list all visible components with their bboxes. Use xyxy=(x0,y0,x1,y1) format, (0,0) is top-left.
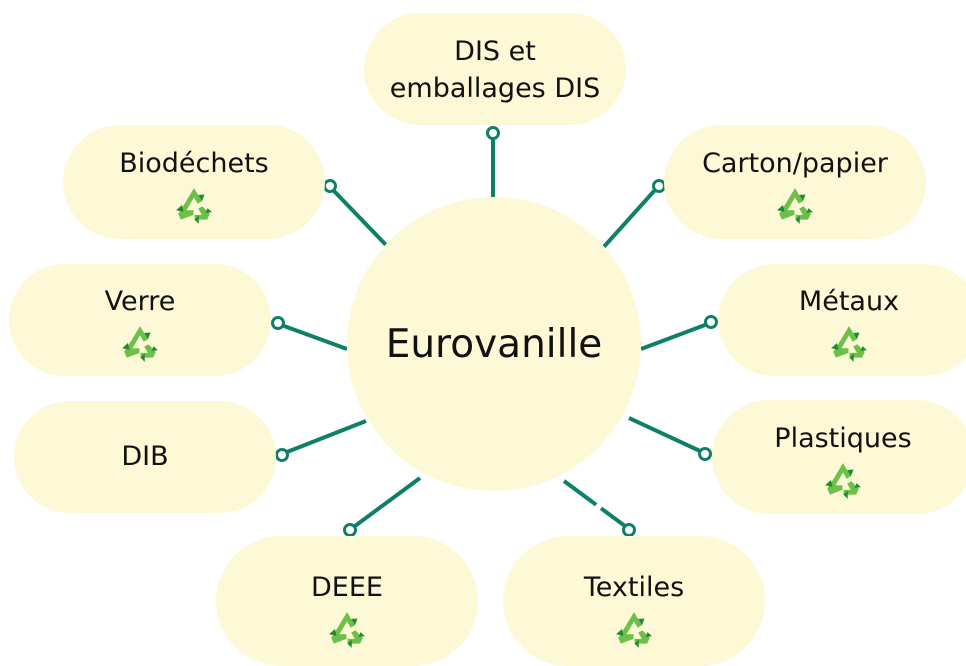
connector-end-carton xyxy=(652,179,666,193)
node-dis-label-line1: DIS et xyxy=(454,36,536,67)
connector-metaux xyxy=(640,323,706,351)
connector-textiles xyxy=(562,479,627,528)
center-node: Eurovanille xyxy=(347,197,641,491)
node-verre-label: Verre xyxy=(104,286,176,317)
node-deee: DEEE xyxy=(216,536,478,666)
waste-sorting-diagram: Eurovanille DIS et emballages DIS Carton… xyxy=(9,13,966,666)
node-metaux-label: Métaux xyxy=(798,286,900,317)
connector-carton xyxy=(599,188,657,252)
node-biodechets-label: Biodéchets xyxy=(119,148,269,179)
recycle-icon xyxy=(616,612,652,648)
connectors xyxy=(271,126,718,537)
recycle-icon xyxy=(825,463,861,499)
recycle-icon xyxy=(122,326,158,362)
connector-end-biodechets xyxy=(323,179,337,193)
recycle-icon xyxy=(176,188,212,224)
node-biodechets: Biodéchets xyxy=(63,125,325,239)
connector-end-verre xyxy=(271,316,285,330)
recycle-icon xyxy=(831,326,867,362)
connector-end-dib xyxy=(275,448,289,462)
node-dis: DIS et emballages DIS xyxy=(364,13,626,125)
node-dib-label: DIB xyxy=(121,441,169,472)
node-plastiques-label: Plastiques xyxy=(774,423,912,454)
center-label: Eurovanille xyxy=(385,321,603,367)
node-carton-papier: Carton/papier xyxy=(664,125,926,239)
node-deee-label: DEEE xyxy=(311,572,383,603)
connector-biodechets xyxy=(332,189,389,248)
recycle-icon xyxy=(329,612,365,648)
connector-verre xyxy=(283,324,348,351)
node-plastiques: Plastiques xyxy=(712,400,966,514)
connector-plastiques xyxy=(628,416,701,453)
recycle-icon xyxy=(777,188,813,224)
node-carton-papier-label: Carton/papier xyxy=(702,148,888,179)
node-metaux: Métaux xyxy=(718,264,966,376)
node-dib: DIB xyxy=(14,401,276,513)
connector-deee xyxy=(353,476,422,528)
node-textiles: Textiles xyxy=(503,536,765,666)
connector-end-metaux xyxy=(704,315,718,329)
connector-dib xyxy=(286,419,367,454)
node-textiles-label: Textiles xyxy=(583,572,685,603)
connector-end-plastiques xyxy=(698,447,712,461)
connector-end-textiles xyxy=(622,523,636,537)
node-dis-label-line2: emballages DIS xyxy=(389,73,601,104)
connector-end-deee xyxy=(343,523,357,537)
connector-end-dis xyxy=(486,126,500,140)
node-verre: Verre xyxy=(9,264,271,376)
